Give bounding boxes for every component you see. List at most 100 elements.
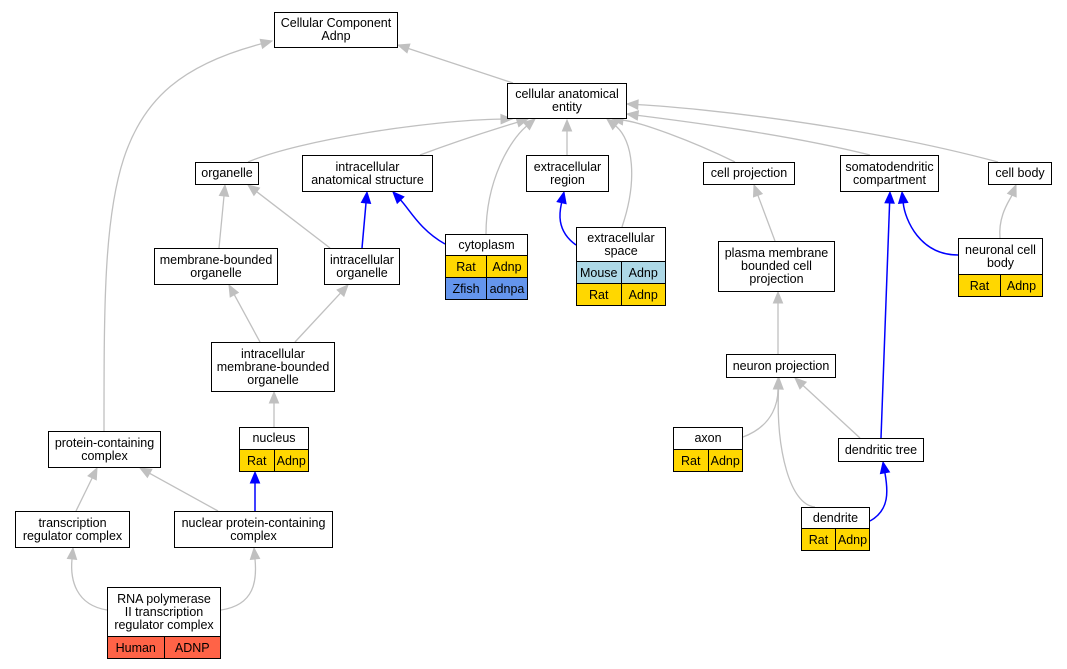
- edge-line: [103, 43, 262, 432]
- edge-nucleus-to-imbo: [268, 390, 280, 427]
- edge-cb-to-cae: [625, 99, 999, 163]
- node-transcription-regulator-complex[interactable]: transcription regulator complex: [15, 511, 130, 548]
- node-label: Cellular Component Adnp: [280, 16, 392, 43]
- edge-line: [247, 118, 502, 163]
- edge-cyto-to-cae: [485, 118, 536, 235]
- edge-npcc-to-pcc: [138, 467, 219, 512]
- edge-line: [902, 202, 959, 256]
- edge-er-to-cae: [561, 118, 573, 155]
- node-cell-projection[interactable]: cell projection: [703, 162, 795, 185]
- arrow-head: [1006, 183, 1017, 198]
- gene-row: Human ADNP: [108, 636, 220, 658]
- edge-line: [400, 199, 446, 245]
- edge-line: [999, 194, 1013, 239]
- arrow-head: [605, 118, 620, 131]
- species-cell: Rat: [959, 275, 1000, 296]
- gene-row: Rat Adnp: [802, 528, 869, 550]
- edge-line: [757, 195, 776, 242]
- node-intracellular-membrane-bounded-organelle[interactable]: intracellular membrane-bounded organelle: [211, 342, 335, 392]
- node-label: cell body: [995, 166, 1045, 180]
- node-cell-body[interactable]: cell body: [988, 162, 1052, 185]
- node-nucleus[interactable]: nucleus Rat Adnp: [239, 427, 309, 472]
- node-label: membrane-bounded organelle: [159, 252, 273, 280]
- node-neuronal-cell-body[interactable]: neuronal cell body Rat Adnp: [958, 238, 1043, 297]
- arrow-head: [897, 190, 909, 204]
- arrow-head: [259, 38, 274, 50]
- node-label: cell projection: [710, 166, 788, 180]
- edge-rnap-to-npcc: [220, 546, 261, 611]
- arrow-head: [396, 43, 411, 54]
- arrow-head: [138, 467, 153, 479]
- node-label: transcription regulator complex: [22, 515, 123, 543]
- edge-line: [637, 103, 999, 163]
- edge-ncb-to-sdc: [897, 190, 959, 256]
- arrow-head: [879, 460, 891, 475]
- node-protein-containing-complex[interactable]: protein-containing complex: [48, 431, 161, 468]
- node-cellular-component[interactable]: Cellular Component Adnp: [274, 12, 398, 48]
- edge-dendrite-to-dt: [869, 460, 891, 522]
- edge-es-to-cae: [605, 118, 633, 228]
- node-axon[interactable]: axon Rat Adnp: [673, 427, 743, 472]
- edge-cae-to-cc: [396, 43, 514, 84]
- gene-cell: Adnp: [707, 450, 742, 471]
- node-label: somatodendritic compartment: [845, 159, 934, 187]
- edge-np-to-pmbcp: [772, 290, 784, 354]
- gene-row: Rat Adnp: [446, 255, 527, 277]
- gene-cell: Adnp: [486, 256, 527, 277]
- species-cell: Rat: [240, 450, 274, 471]
- edge-line: [485, 125, 528, 235]
- gene-row: Rat Adnp: [240, 449, 308, 471]
- node-cytoplasm[interactable]: cytoplasm Rat Adnp Zfish adnpa: [445, 234, 528, 300]
- node-rna-polymerase-ii-transcription-regulator-complex[interactable]: RNA polymerase II transcription regulato…: [107, 587, 221, 659]
- node-intracellular-anatomical-structure[interactable]: intracellular anatomical structure: [302, 155, 433, 192]
- arrow-head: [218, 183, 230, 197]
- gene-row: Rat Adnp: [674, 449, 742, 471]
- edge-line: [637, 114, 871, 156]
- edge-line: [802, 385, 861, 439]
- node-label: intracellular organelle: [330, 252, 394, 280]
- node-organelle[interactable]: organelle: [195, 162, 259, 185]
- node-label: protein-containing complex: [54, 435, 155, 463]
- node-dendritic-tree[interactable]: dendritic tree: [838, 438, 924, 462]
- node-cellular-anatomical-entity[interactable]: cellular anatomical entity: [507, 83, 627, 119]
- node-plasma-membrane-bounded-cell-projection[interactable]: plasma membrane bounded cell projection: [718, 241, 835, 292]
- edge-line: [777, 388, 816, 508]
- arrow-head: [228, 283, 240, 298]
- edge-line: [742, 388, 779, 438]
- arrow-head: [268, 390, 280, 404]
- node-label: intracellular anatomical structure: [311, 159, 424, 187]
- arrow-head: [794, 377, 808, 390]
- node-label: plasma membrane bounded cell projection: [724, 246, 829, 286]
- node-neuron-projection[interactable]: neuron projection: [726, 354, 836, 378]
- edge-line: [559, 202, 577, 246]
- edge-line: [622, 119, 736, 163]
- edge-io-to-ias: [360, 190, 372, 249]
- node-membrane-bounded-organelle[interactable]: membrane-bounded organelle: [154, 248, 278, 285]
- node-label: dendrite: [812, 510, 859, 525]
- edge-ncb-to-cb: [999, 183, 1017, 239]
- arrow-head: [752, 183, 764, 198]
- species-cell: Human: [108, 637, 164, 658]
- edge-line: [71, 558, 108, 611]
- edge-line: [880, 202, 891, 439]
- species-cell: Rat: [674, 450, 708, 471]
- species-cell: Zfish: [446, 278, 486, 299]
- node-intracellular-organelle[interactable]: intracellular organelle: [324, 248, 400, 285]
- species-cell: Rat: [802, 529, 835, 550]
- gene-row: Rat Adnp: [959, 274, 1042, 296]
- edge-line: [75, 477, 93, 512]
- node-label: RNA polymerase II transcription regulato…: [114, 591, 214, 632]
- arrow-head: [246, 184, 261, 197]
- edge-cyto-to-ias: [392, 191, 446, 245]
- node-extracellular-space[interactable]: extracellular space Mouse Adnp Rat Adnp: [576, 227, 666, 306]
- edge-line: [615, 125, 633, 228]
- node-extracellular-region[interactable]: extracellular region: [526, 155, 609, 192]
- edge-trc-to-pcc: [75, 466, 98, 512]
- node-nuclear-protein-containing-complex[interactable]: nuclear protein-containing complex: [174, 511, 333, 548]
- node-somatodendritic-compartment[interactable]: somatodendritic compartment: [840, 155, 939, 192]
- gene-cell: Adnp: [835, 529, 869, 550]
- arrow-head: [556, 190, 567, 205]
- edge-organelle-to-cae: [247, 113, 514, 163]
- node-dendrite[interactable]: dendrite Rat Adnp: [801, 507, 870, 551]
- arrow-head: [500, 113, 514, 125]
